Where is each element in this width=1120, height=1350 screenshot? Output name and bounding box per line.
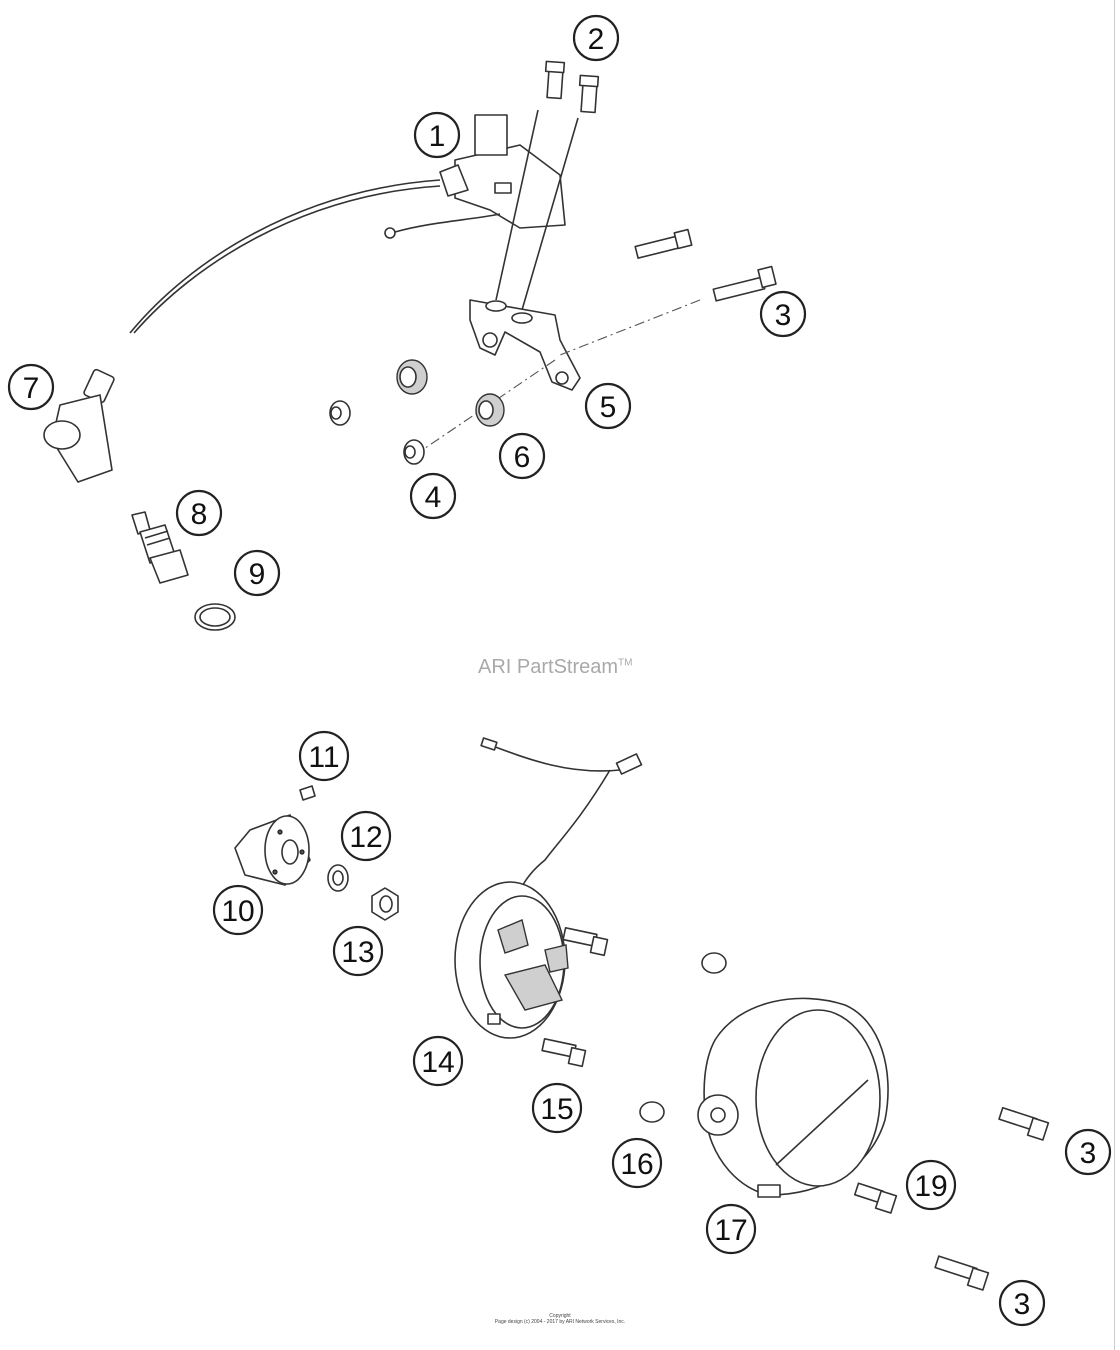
callout-11: 11 (298, 730, 350, 782)
callout-7-label: 7 (23, 372, 40, 405)
callout-16-label: 16 (620, 1148, 653, 1181)
callout-8: 8 (175, 489, 223, 537)
callout-3-right: 3 (1064, 1128, 1112, 1176)
stator-part (454, 737, 643, 1039)
callout-4: 4 (409, 472, 457, 520)
callout-19-label: 19 (914, 1170, 947, 1203)
callout-1-label: 1 (429, 120, 446, 153)
cover-bolt-part (934, 1106, 1050, 1291)
callout-16: 16 (611, 1137, 663, 1189)
sleeve-part (329, 400, 425, 465)
callout-9: 9 (233, 549, 281, 597)
callout-2-label: 2 (588, 23, 605, 56)
copyright-notice: Copyright Page design (c) 2004 - 2017 by… (470, 1313, 650, 1325)
callout-5: 5 (584, 382, 632, 430)
bracket-bolt-part (634, 228, 777, 302)
dowel-sleeve-part (639, 952, 727, 1123)
callout-10-label: 10 (221, 895, 254, 928)
callout-6: 6 (498, 432, 546, 480)
watermark: ARI PartStreamTM (478, 656, 633, 679)
callout-3-right-label: 3 (1080, 1137, 1097, 1170)
callout-6-label: 6 (514, 441, 531, 474)
coil-bracket-part (469, 299, 581, 391)
callout-1: 1 (413, 111, 461, 159)
callout-3-bottom: 3 (998, 1279, 1046, 1327)
callout-13-label: 13 (341, 936, 374, 969)
callout-3-upper: 3 (759, 290, 807, 338)
callout-17-label: 17 (714, 1214, 747, 1247)
callout-19: 19 (905, 1159, 957, 1211)
stator-screw-part (541, 927, 609, 1068)
callout-7: 7 (7, 363, 55, 411)
callout-14-label: 14 (421, 1046, 454, 1079)
callout-5-label: 5 (600, 391, 617, 424)
copyright-title: Copyright (549, 1313, 571, 1319)
page-edge-line (1114, 0, 1115, 1350)
spark-plug-connector-part (43, 368, 115, 483)
callout-9-label: 9 (249, 558, 266, 591)
callout-10: 10 (212, 884, 264, 936)
callout-8-label: 8 (191, 498, 208, 531)
callout-13: 13 (332, 925, 384, 977)
watermark-trademark: TM (618, 657, 633, 669)
coil-bolt-part (544, 60, 600, 114)
callout-12-label: 12 (349, 821, 382, 854)
callout-15: 15 (531, 1082, 583, 1134)
woodruff-key-part (299, 785, 316, 801)
rubber-bushing-part (396, 359, 505, 427)
cover-screw-part (853, 1182, 898, 1214)
flywheel-part (234, 814, 311, 886)
flywheel-nut-part (371, 887, 399, 921)
ignition-cover-part (697, 997, 889, 1198)
copyright-text: Page design (c) 2004 - 2017 by ARI Netwo… (494, 1319, 626, 1325)
callout-12: 12 (340, 810, 392, 862)
spark-plug-part (131, 511, 189, 584)
callout-17: 17 (705, 1203, 757, 1255)
sealing-ring-part (194, 603, 236, 631)
ht-lead (129, 179, 441, 334)
callout-14: 14 (412, 1035, 464, 1087)
watermark-text: ARI PartStream (478, 656, 619, 678)
callout-4-label: 4 (425, 481, 442, 514)
callout-15-label: 15 (540, 1093, 573, 1126)
washer-part (327, 864, 349, 892)
callout-3-upper-label: 3 (775, 299, 792, 332)
callout-2: 2 (572, 14, 620, 62)
callout-11-label: 11 (308, 741, 339, 774)
callout-3-bottom-label: 3 (1014, 1288, 1031, 1321)
ignition-coil-part (129, 114, 566, 334)
